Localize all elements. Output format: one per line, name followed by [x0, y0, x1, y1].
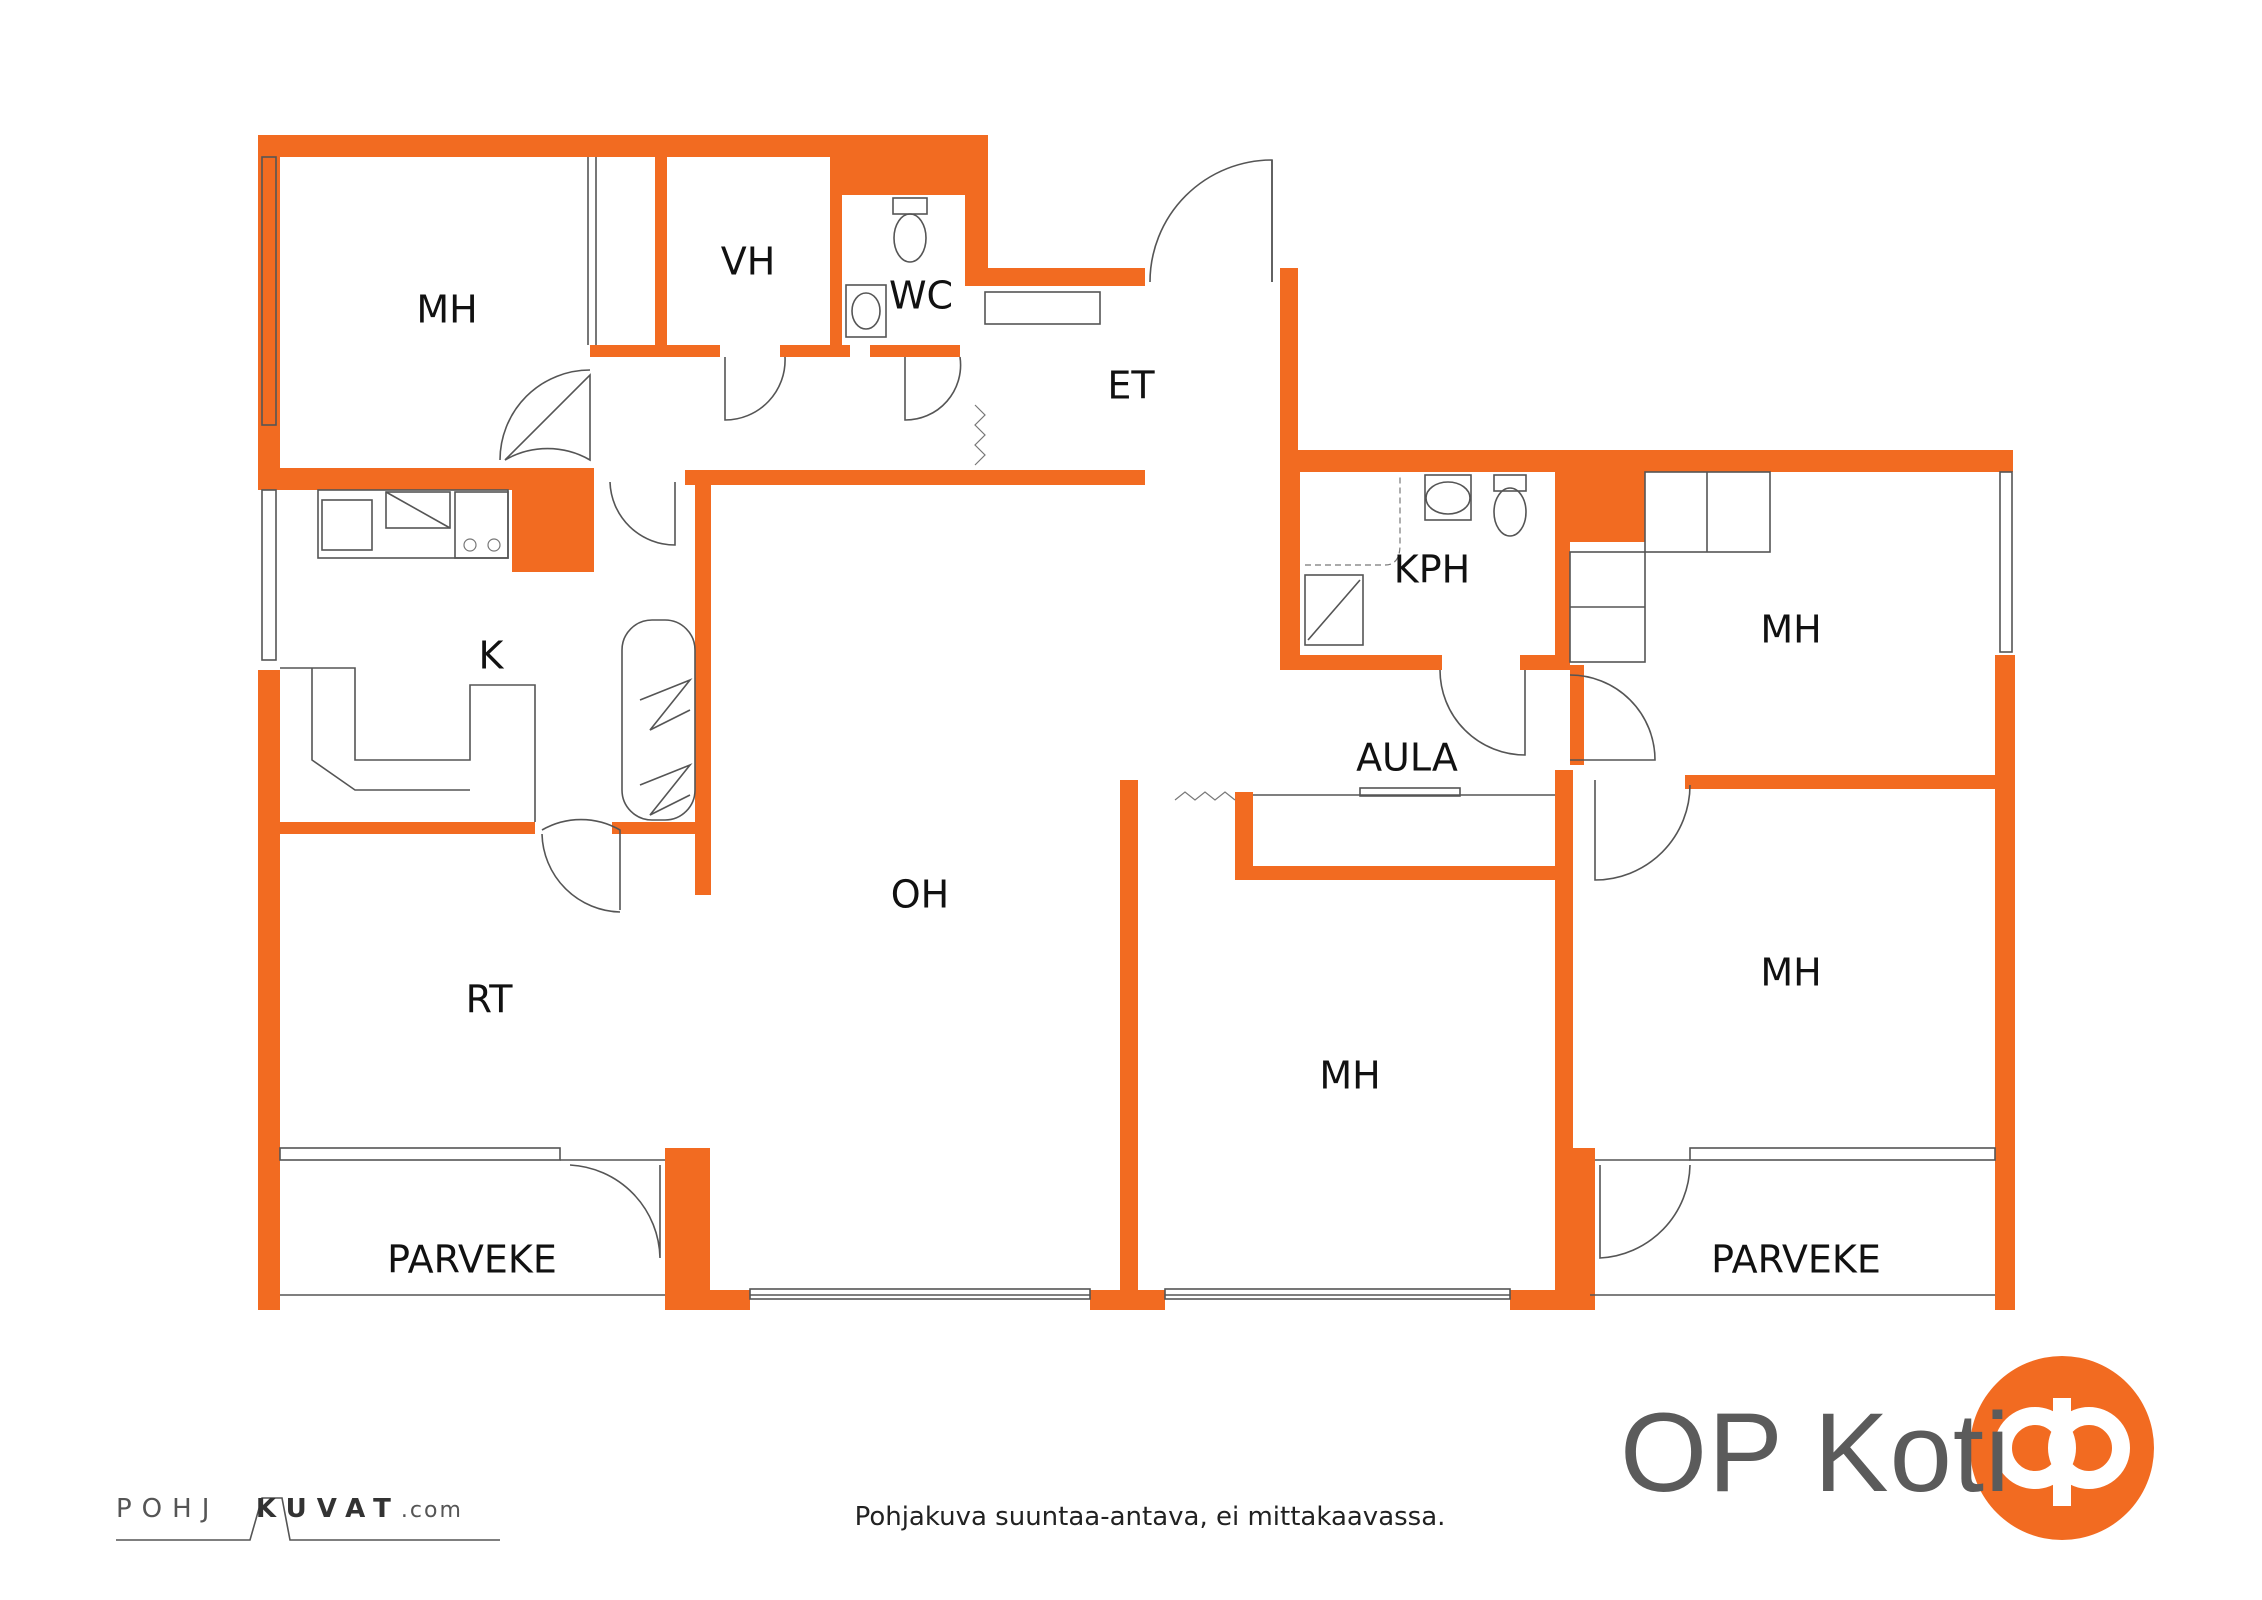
room-label-vh: VH: [721, 240, 776, 284]
room-label-mh3: MH: [1319, 1054, 1380, 1098]
room-label-parveke1: PARVEKE: [387, 1238, 557, 1282]
room-label-mh4: MH: [1760, 951, 1821, 995]
walls: [258, 135, 2015, 1310]
room-label-aula: AULA: [1356, 736, 1458, 780]
room-label-kph: KPH: [1394, 548, 1470, 592]
windows: [261, 156, 2013, 1300]
credit-part2: KUVAT: [255, 1494, 401, 1524]
doors: [499, 159, 1691, 1259]
room-label-wc: WC: [889, 274, 953, 318]
op-logo-icon: [1970, 1356, 2154, 1540]
room-label-oh: OH: [891, 873, 949, 917]
room-label-parveke2: PARVEKE: [1711, 1238, 1881, 1282]
left-wall-upper: [258, 135, 280, 485]
caption: Pohjakuva suuntaa-antava, ei mittakaavas…: [854, 1502, 1446, 1532]
credit-text: POHJ KUVAT.com: [116, 1494, 463, 1524]
room-label-k: K: [479, 634, 505, 678]
room-label-mh1: MH: [416, 288, 477, 332]
credit-graphic: [116, 1497, 500, 1541]
room-label-mh2: MH: [1760, 608, 1821, 652]
room-label-rt: RT: [466, 978, 514, 1022]
brand-name: OP Koti: [1620, 1390, 2011, 1515]
room-label-et: ET: [1107, 364, 1155, 408]
fixtures: [280, 157, 1771, 822]
left-wall-lower: [258, 670, 280, 1310]
credit-part1: POHJ: [116, 1494, 220, 1524]
credit-suffix: .com: [400, 1498, 463, 1523]
room-labels: MH VH WC ET KPH MH K AULA OH RT MH MH PA…: [387, 240, 1881, 1282]
